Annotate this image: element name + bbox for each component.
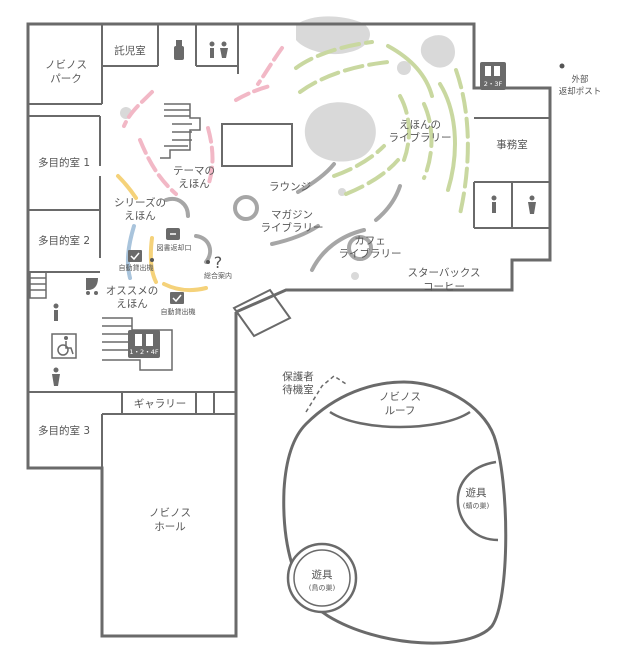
outdoor-waiting-line1: 保護者: [282, 370, 314, 383]
zone-series-line1: シリーズの: [114, 196, 166, 209]
outdoor-roof-line2: ルーフ: [385, 405, 416, 417]
room-nursery: 託児室: [114, 44, 146, 57]
zone-picture-book-line2: ライブラリー: [389, 131, 452, 144]
service-checkout-2: 自動貸出機: [161, 307, 196, 316]
checkout-icon-2: [170, 292, 184, 304]
elevator-main-floors: 1・2・4F: [129, 348, 158, 356]
outdoor-play-small-line1: 遊具: [466, 486, 487, 499]
zone-lounge: ラウンジ: [269, 181, 311, 193]
staircase-left: [29, 271, 47, 299]
elevator-icon-east: 2・3F: [480, 62, 506, 90]
zone-recommended-line2: えほん: [116, 298, 148, 310]
elevator-icon-main: 1・2・4F: [128, 330, 160, 358]
external-post-dot: [559, 63, 565, 69]
room-multi-3: 多目的室 3: [38, 424, 90, 437]
outdoor-roof-line1: ノビノス: [379, 391, 421, 403]
outdoor-play-large-line1: 遊具: [312, 568, 333, 581]
stroller-icon: [86, 278, 98, 295]
zone-magazine-line1: マガジン: [271, 209, 313, 221]
room-nobinos-park-line1: ノビノス: [45, 59, 87, 71]
external-post-line1: 外部: [571, 74, 589, 85]
outdoor-area: [282, 375, 508, 645]
room-starbucks-line2: コーヒー: [423, 281, 465, 293]
elevator-east-floors: 2・3F: [484, 80, 503, 88]
zone-series-line2: えほん: [124, 210, 156, 222]
zone-theme-line1: テーマの: [173, 165, 215, 177]
restroom-icon-left-female: [52, 367, 60, 386]
restroom-icon-left-male: [53, 303, 59, 321]
room-multi-2: 多目的室 2: [38, 234, 90, 247]
room-multi-1: 多目的室 1: [38, 156, 90, 169]
external-post-line2: 返却ポスト: [559, 86, 602, 97]
baby-bottle-icon: [174, 40, 184, 60]
decorative-arcs: [116, 40, 470, 293]
room-gallery: ギャラリー: [134, 398, 187, 410]
return-desk-icon: [166, 228, 180, 240]
svg-text:?: ?: [214, 253, 223, 272]
zone-recommended-line1: オススメの: [106, 285, 159, 297]
zone-magazine-line2: ライブラリー: [261, 221, 324, 234]
room-starbucks-line1: スターバックス: [407, 267, 480, 279]
floor-blobs: [120, 16, 455, 280]
service-info-desk: 総合案内: [204, 271, 232, 280]
zone-cafe-line2: ライブラリー: [339, 247, 402, 260]
building-walls: [26, 22, 552, 638]
room-office: 事務室: [496, 138, 528, 151]
checkout-icon-1: [128, 250, 142, 262]
restroom-icon-office-right: [528, 195, 536, 214]
outdoor-waiting-line2: 待機室: [282, 383, 314, 396]
room-hall-line1: ノビノス: [149, 507, 191, 519]
staircase-lower: [102, 317, 173, 371]
room-nobinos-park-line2: パーク: [50, 73, 82, 85]
info-dot: [206, 260, 210, 264]
zone-theme-line2: えほん: [178, 178, 210, 190]
wheelchair-icon: [51, 333, 77, 359]
room-hall-line2: ホール: [154, 521, 186, 533]
service-return-desk: 図書返却口: [157, 243, 192, 252]
zone-cafe-line1: カフェ: [354, 235, 386, 247]
outdoor-play-small-line2: (蜻の巣): [463, 501, 490, 510]
staircase-upper: [160, 103, 201, 159]
zone-picture-book-line1: えほんの: [399, 119, 441, 131]
service-checkout-1: 自動貸出機: [119, 263, 154, 272]
checkout-dot: [150, 258, 154, 262]
restroom-icon-top: [209, 41, 228, 58]
outdoor-play-large-line2: (鳥の巣): [309, 583, 336, 592]
restroom-icon-office-left: [491, 195, 497, 213]
info-question-icon: ?: [214, 253, 223, 272]
